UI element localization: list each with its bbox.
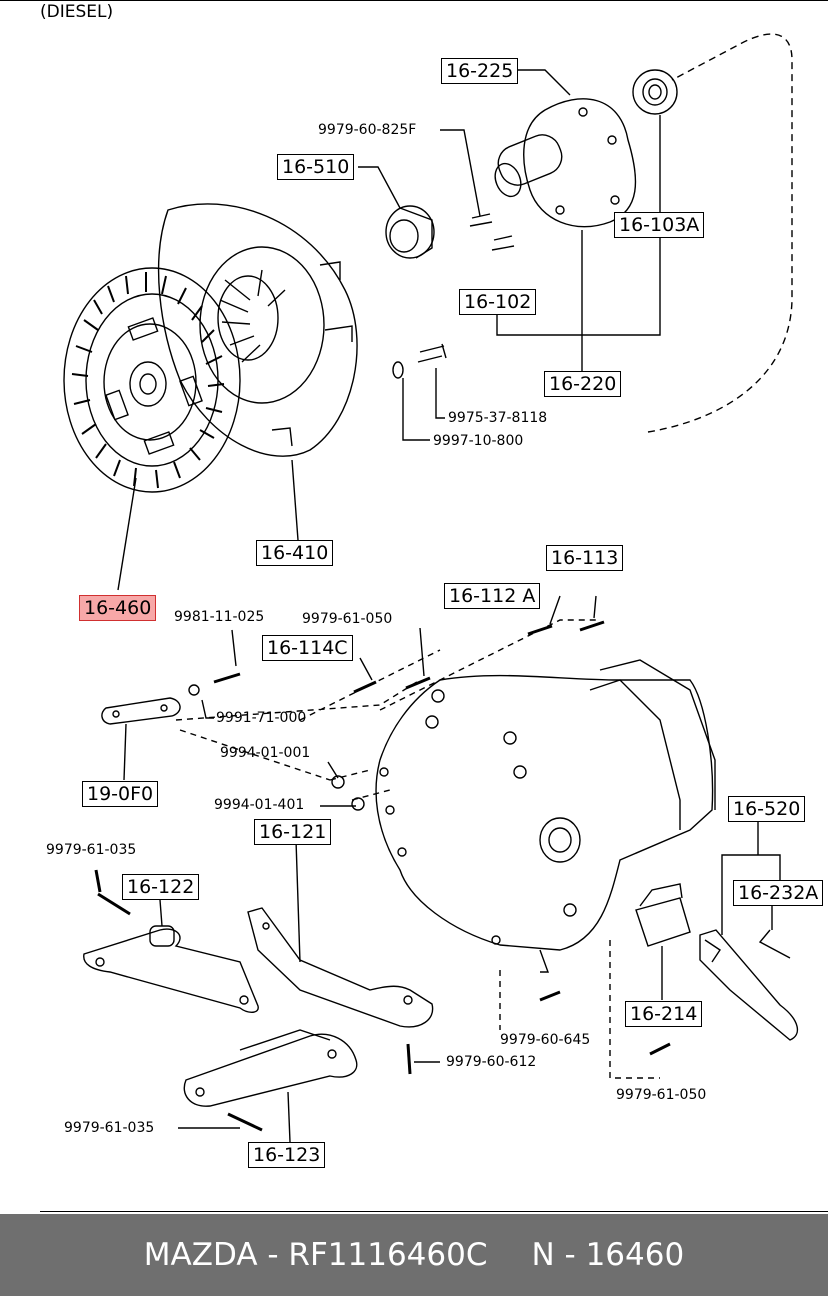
- leader-9975-37-8118: [435, 368, 445, 419]
- part-label-16-103A[interactable]: 16-103A: [614, 212, 705, 238]
- bolt-label-9981-11-025[interactable]: 9981-11-025: [174, 609, 265, 625]
- leader-9997-10-800: [402, 378, 430, 441]
- part-number-footer: MAZDA - RF1116460C N - 16460: [0, 1214, 828, 1296]
- diagram-drawing: [63, 33, 799, 1143]
- washer-9997: [392, 361, 404, 379]
- retainer-bolts: [469, 213, 515, 251]
- bolt-label-9979-60-612[interactable]: 9979-60-612: [446, 1054, 537, 1070]
- bolt-leaders: [231, 595, 597, 681]
- bolt-label-9994-01-001[interactable]: 9994-01-001: [220, 745, 311, 761]
- footer-part-number: MAZDA - RF1116460C: [143, 1237, 488, 1273]
- bolt-9979-61-035-top: [94, 869, 131, 916]
- part-label-16-123[interactable]: 16-123: [248, 1142, 326, 1168]
- bracket-16-122-drawing: [83, 925, 259, 1013]
- bolt-label-9979-60-825F[interactable]: 9979-60-825F: [318, 122, 417, 138]
- bolt-label-9979-61-035-upper[interactable]: 9979-61-035: [46, 842, 137, 858]
- part-label-19-0F0[interactable]: 19-0F0: [82, 781, 159, 807]
- bolt-label-9991-71-000[interactable]: 9991-71-000: [216, 710, 307, 726]
- bolt-9979-61-035-bottom: [227, 1112, 263, 1132]
- leader-16-123: [287, 1091, 291, 1143]
- part-label-16-232A[interactable]: 16-232A: [733, 880, 824, 906]
- part-label-16-460-highlighted[interactable]: 16-460: [79, 595, 157, 621]
- dashed-group-outline: [647, 33, 793, 433]
- part-label-16-121[interactable]: 16-121: [254, 819, 332, 845]
- clutch-disc-drawing: [63, 267, 241, 493]
- leader-19-0F0: [123, 723, 127, 781]
- leader-16-122: [159, 899, 163, 927]
- mount-16-214-drawing: [635, 883, 691, 947]
- bolt-9975: [417, 343, 447, 363]
- transmission-housing-drawing: [375, 659, 716, 973]
- part-label-16-214[interactable]: 16-214: [625, 1001, 703, 1027]
- bolt-9979-60-612: [406, 1043, 412, 1075]
- part-label-16-220[interactable]: 16-220: [544, 371, 622, 397]
- bolt-label-9975-37-8118[interactable]: 9975-37-8118: [448, 410, 548, 426]
- variant-label: (DIESEL): [40, 2, 114, 22]
- leader-9991: [201, 699, 214, 719]
- crossmember-16-121-drawing: [247, 907, 434, 1028]
- leader-16-410: [291, 459, 299, 541]
- part-label-16-410[interactable]: 16-410: [256, 540, 334, 566]
- part-label-16-102[interactable]: 16-102: [459, 289, 537, 315]
- top-border: [0, 0, 828, 1]
- oil-seal-drawing: [632, 69, 678, 115]
- leader-16-460: [117, 477, 137, 591]
- leader-16-121: [295, 839, 301, 963]
- spring-16-232A: [758, 929, 791, 959]
- part-label-16-510[interactable]: 16-510: [277, 154, 355, 180]
- bracket-19-0F0-drawing: [101, 697, 181, 725]
- part-label-16-122[interactable]: 16-122: [122, 874, 200, 900]
- bolt-label-9979-61-050-upper[interactable]: 9979-61-050: [302, 611, 393, 627]
- part-label-16-225[interactable]: 16-225: [441, 58, 519, 84]
- bolt-label-9994-01-401[interactable]: 9994-01-401: [214, 797, 305, 813]
- release-fork-drawing: [699, 929, 799, 1041]
- leader-9979-60-825F: [440, 129, 481, 217]
- leader-16-510: [358, 166, 401, 209]
- part-label-16-520[interactable]: 16-520: [728, 796, 806, 822]
- part-label-16-112A[interactable]: 16-112 A: [444, 583, 541, 609]
- pressure-plate-drawing: [157, 203, 358, 457]
- bolt-label-9997-10-800[interactable]: 9997-10-800: [433, 433, 524, 449]
- part-label-16-113[interactable]: 16-113: [546, 545, 624, 571]
- washer-9991: [188, 684, 200, 696]
- bolt-label-9979-61-050-lower[interactable]: 9979-61-050: [616, 1087, 707, 1103]
- nut-9994-001: [331, 775, 345, 789]
- nut-9994-401: [351, 797, 365, 811]
- bolt-label-9979-60-645[interactable]: 9979-60-645: [500, 1032, 591, 1048]
- release-bearing-drawing: [385, 205, 435, 259]
- part-label-16-114C[interactable]: 16-114C: [262, 635, 353, 661]
- housing-bolts: [213, 620, 671, 1056]
- dashed-assembly-lines: [175, 619, 660, 1079]
- bearing-retainer-drawing: [494, 98, 637, 228]
- leader-16-520: [721, 820, 781, 935]
- nut-leaders: [320, 761, 356, 807]
- bottom-rule: [40, 1211, 828, 1212]
- bolt-label-9979-61-035-lower[interactable]: 9979-61-035: [64, 1120, 155, 1136]
- bracket-16-123-drawing: [183, 1029, 358, 1107]
- exploded-parts-diagram: (DIESEL) 16-225 16-510 16-103A 16-102 16…: [0, 0, 828, 1212]
- footer-diagram-code: N - 16460: [531, 1237, 685, 1273]
